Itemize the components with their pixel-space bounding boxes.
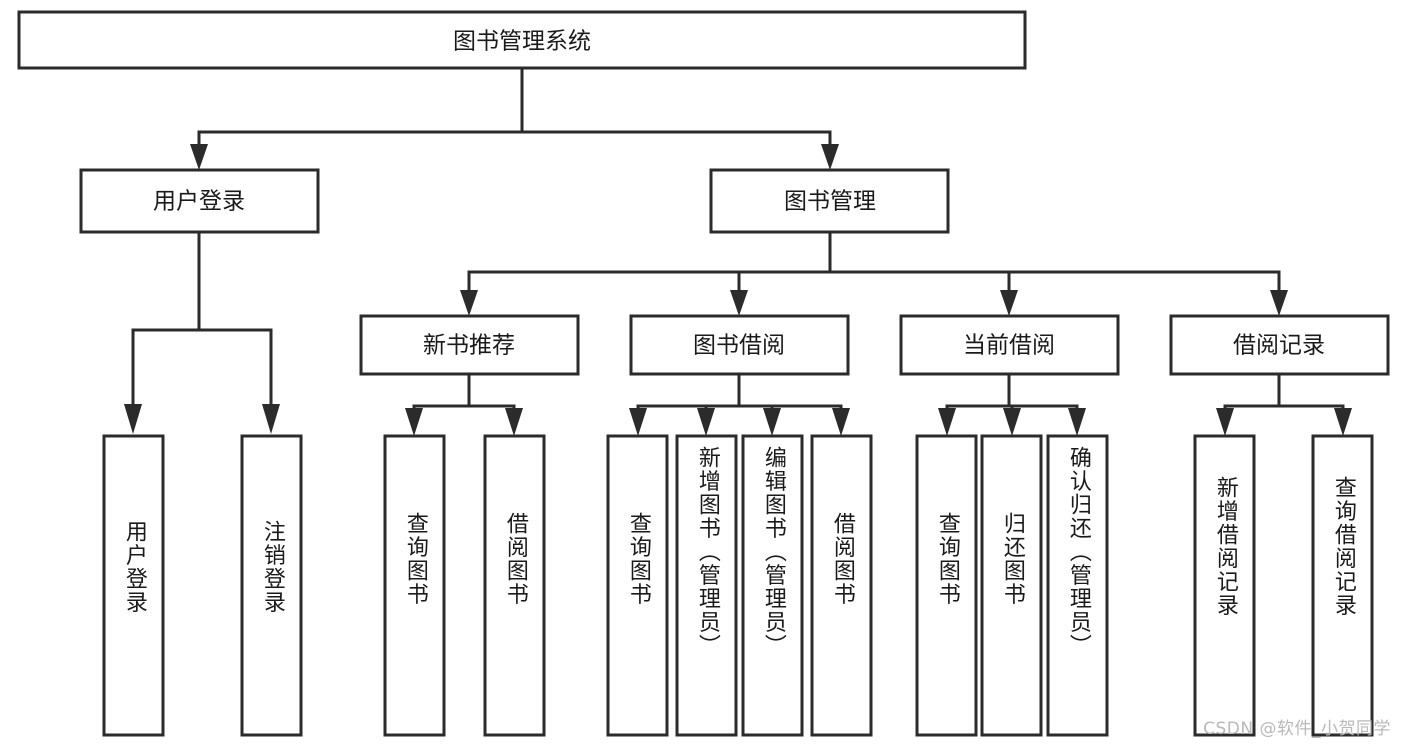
node-borrow-record-label: 借阅记录	[1233, 333, 1325, 359]
node-root-label: 图书管理系统	[453, 29, 591, 55]
arrow-head-book-borrow-leaf-3	[763, 408, 781, 436]
leaf-box-book-borrow-3[interactable]	[810, 434, 873, 737]
leaf-box-current-borrow-1[interactable]	[980, 434, 1043, 737]
leaf-box-book-borrow-0[interactable]	[606, 434, 669, 737]
leaf-box-new-book-1[interactable]	[483, 434, 546, 737]
arrow-head-borrow-record-leaf-2	[1334, 408, 1352, 436]
connector-current-borrow-to-leaves	[938, 372, 1086, 436]
node-current-borrow[interactable]: 当前借阅	[899, 314, 1120, 376]
node-root[interactable]: 图书管理系统	[17, 10, 1027, 70]
arrow-head-current-borrow-leaf-2	[1003, 408, 1021, 436]
node-user-login[interactable]: 用户登录	[79, 168, 320, 234]
connector-user-login-to-leaves	[124, 230, 280, 434]
connector-new-book-to-leaves	[405, 372, 523, 436]
node-new-book-recommend-box	[359, 314, 580, 376]
leaf-box-new-book-0[interactable]	[383, 434, 446, 737]
node-book-borrow-box	[629, 314, 850, 376]
leaf-box-current-borrow-2[interactable]	[1046, 434, 1109, 737]
arrow-head-to-user-login	[190, 144, 208, 170]
csdn-watermark: CSDN @软件_小贺同学	[1203, 719, 1391, 739]
node-user-login-label: 用户登录	[153, 189, 245, 215]
arrow-head-to-book-manage	[821, 144, 839, 170]
leaf-box-current-borrow-0[interactable]	[915, 434, 978, 737]
node-book-manage-box	[709, 168, 950, 234]
connector-root-to-level2	[190, 66, 839, 170]
arrow-head-book-borrow-leaf-1	[629, 408, 647, 436]
arrow-head-to-new-book	[460, 290, 478, 316]
node-current-borrow-box	[899, 314, 1120, 376]
arrow-head-user-login-leaf-2	[262, 404, 280, 434]
arrow-head-user-login-leaf-1	[124, 404, 142, 434]
connector-book-borrow-to-leaves	[629, 372, 850, 436]
connector-borrow-record-to-leaves	[1216, 372, 1352, 436]
arrow-head-new-book-leaf-2	[505, 408, 523, 436]
node-borrow-record[interactable]: 借阅记录	[1169, 314, 1390, 376]
node-book-manage-label: 图书管理	[784, 189, 876, 215]
node-book-borrow-label: 图书借阅	[693, 333, 785, 359]
arrow-head-book-borrow-leaf-4	[832, 408, 850, 436]
leaf-box-book-borrow-1[interactable]	[675, 434, 738, 737]
leaf-box-borrow-record-0[interactable]	[1193, 434, 1256, 737]
leaf-box-book-borrow-2[interactable]	[741, 434, 804, 737]
arrow-head-to-borrow-record	[1270, 290, 1288, 316]
arrow-head-new-book-leaf-1	[405, 408, 423, 436]
node-current-borrow-label: 当前借阅	[963, 333, 1055, 359]
leaf-box-user-login-0[interactable]	[102, 434, 165, 737]
node-new-book-recommend[interactable]: 新书推荐	[359, 314, 580, 376]
arrow-head-to-book-borrow	[730, 290, 748, 316]
node-book-borrow[interactable]: 图书借阅	[629, 314, 850, 376]
connector-book-manage-to-level3	[460, 230, 1288, 316]
leaf-box-borrow-record-1[interactable]	[1311, 434, 1374, 737]
leaf-box-user-login-1[interactable]	[240, 434, 303, 737]
arrow-head-borrow-record-leaf-1	[1216, 408, 1234, 436]
arrow-head-book-borrow-leaf-2	[697, 408, 715, 436]
node-new-book-recommend-label: 新书推荐	[423, 333, 515, 359]
node-borrow-record-box	[1169, 314, 1390, 376]
arrow-head-current-borrow-leaf-3	[1068, 408, 1086, 436]
node-root-box	[17, 10, 1027, 70]
arrow-head-current-borrow-leaf-1	[938, 408, 956, 436]
node-book-manage[interactable]: 图书管理	[709, 168, 950, 234]
arrow-head-to-current-borrow	[1000, 290, 1018, 316]
